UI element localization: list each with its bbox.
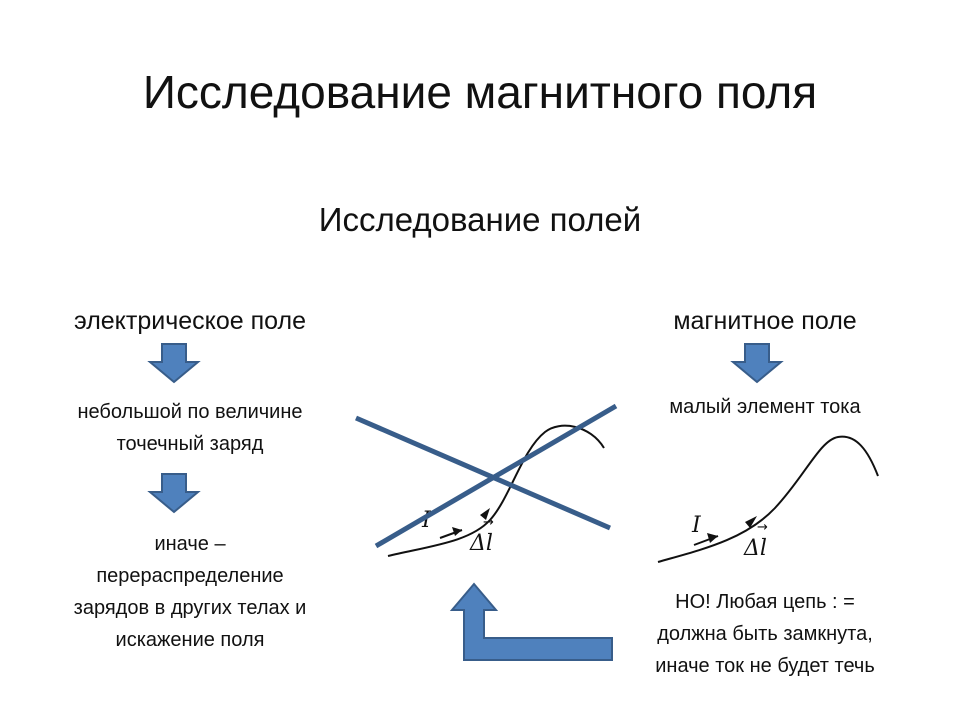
down-arrow-icon [147, 343, 201, 384]
slide-subtitle: Исследование полей [318, 201, 642, 238]
current-path-curve [657, 435, 879, 563]
element-arrowhead-icon [480, 508, 490, 520]
slide-title: Исследование магнитного поля [142, 66, 818, 118]
current-symbol: I [691, 513, 702, 538]
current-symbol: I [421, 508, 432, 533]
redistribution-line: искажение поля [115, 629, 265, 651]
current-element-text: малый элемент тока [669, 396, 861, 418]
vector-arrow-symbol: → [483, 515, 494, 530]
current-arrowhead-icon [707, 533, 718, 543]
redistribution-line: перераспределение [96, 565, 284, 587]
redistribution-line: иначе – [154, 533, 226, 555]
point-charge-text: небольшой по величине точечный заряд [30, 396, 350, 460]
magnetic-field-heading: магнитное поле [673, 307, 857, 335]
down-arrow-icon [730, 343, 784, 384]
current-arrowhead-icon [452, 527, 462, 536]
cross-line [355, 415, 611, 531]
down-arrow-icon [147, 473, 201, 514]
cross-line [374, 403, 618, 549]
point-charge-line: небольшой по величине [77, 401, 303, 423]
element-arrowhead-icon [745, 516, 757, 528]
electric-field-heading: электрическое поле [73, 307, 307, 335]
redistribution-text: иначе – перераспределение зарядов в друг… [30, 528, 350, 656]
vector-arrow-symbol: → [757, 520, 768, 535]
closed-circuit-line: должна быть замкнута, [657, 623, 873, 645]
closed-circuit-line: иначе ток не будет течь [655, 655, 875, 677]
closed-circuit-line: НО! Любая цепь : = [675, 591, 855, 613]
return-arrow-icon [449, 582, 613, 661]
redistribution-line: зарядов в других телах и [73, 597, 307, 619]
delta-l-symbol: Δl [469, 531, 493, 556]
delta-l-symbol: Δl [743, 536, 767, 561]
point-charge-line: точечный заряд [116, 433, 264, 455]
closed-circuit-note: НО! Любая цепь : = должна быть замкнута,… [600, 586, 930, 682]
